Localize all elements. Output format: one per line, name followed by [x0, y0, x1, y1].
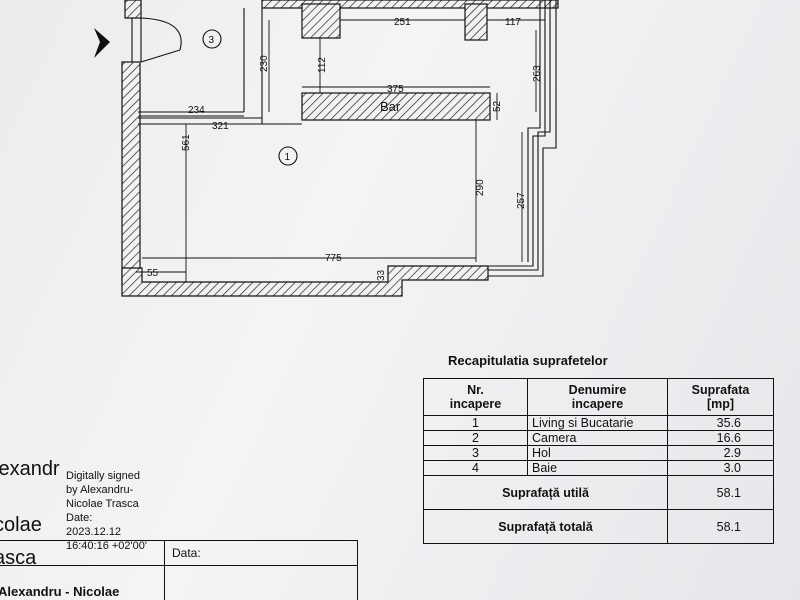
- util-row: Suprafață utilă 58.1: [423, 475, 774, 510]
- row-nr: 3: [423, 445, 528, 461]
- dim-321: 321: [212, 121, 229, 132]
- bar-label: Bar: [380, 99, 401, 114]
- dim-117: 117: [505, 17, 521, 28]
- header-name: Denumire incapere: [527, 378, 668, 416]
- form-line-mid: [0, 565, 358, 566]
- room-marker-3: 3: [202, 29, 222, 49]
- util-label: Suprafață utilă: [423, 475, 668, 510]
- row-area: 16.6: [667, 430, 774, 446]
- dim-775: 775: [325, 253, 342, 264]
- outer-wall-lines: [131, 0, 557, 277]
- row-name: Camera: [527, 430, 668, 446]
- table-row: 2 Camera 16.6: [423, 430, 774, 446]
- bar-counter: [301, 92, 491, 121]
- total-label: Suprafață totală: [423, 509, 668, 544]
- dim-55: 55: [147, 268, 159, 279]
- dim-375: 375: [387, 84, 404, 95]
- wall-bottom: [121, 265, 489, 297]
- total-value: 58.1: [667, 509, 774, 544]
- dim-230: 230: [259, 55, 270, 72]
- door-swing: [140, 17, 182, 63]
- row-area: 2.9: [667, 445, 774, 461]
- dim-290: 290: [475, 179, 486, 196]
- form-line-right: [357, 540, 358, 600]
- form-line-top: [0, 540, 358, 541]
- wall-top-left-stub: [124, 0, 142, 19]
- header-nr: Nr. incapere: [423, 378, 528, 416]
- row-nr: 2: [423, 430, 528, 446]
- wall-left: [121, 61, 141, 285]
- signature-name-line-2: colae: [0, 514, 42, 536]
- recap-title: Recapitulatia suprafetelor: [448, 353, 608, 368]
- column-left: [301, 3, 341, 39]
- dim-561: 561: [181, 134, 192, 151]
- dim-263: 263: [532, 65, 543, 82]
- surface-table: Nr. incapere Denumire incapere Suprafata…: [423, 378, 774, 544]
- signature-line: 2023.12.12: [66, 526, 122, 538]
- dimension-lines: [136, 19, 545, 282]
- row-nr: 4: [423, 460, 528, 476]
- signature-line: 16:40:16 +02'00': [66, 540, 147, 552]
- data-field-label: Data:: [172, 546, 201, 560]
- table-row: 1 Living si Bucatarie 35.6: [423, 415, 774, 431]
- interior-partitions: [138, 8, 302, 125]
- walls: [121, 0, 559, 297]
- dimension-labels: 251 117 230 112 375 52 263 234 321 561 2…: [147, 17, 543, 281]
- row-name: Living si Bucatarie: [527, 415, 668, 431]
- table-row: 4 Baie 3.0: [423, 460, 774, 476]
- wall-top-strip: [261, 0, 559, 9]
- svg-text:3: 3: [209, 35, 215, 46]
- signature-line: by Alexandru-: [66, 484, 134, 496]
- table-header-row: Nr. incapere Denumire incapere Suprafata…: [423, 378, 774, 416]
- total-row: Suprafață totală 58.1: [423, 509, 774, 544]
- row-name: Baie: [527, 460, 668, 476]
- row-area: 35.6: [667, 415, 774, 431]
- digital-signature-block: Digitally signed by Alexandru- Nicolae T…: [66, 469, 176, 553]
- bottom-name: Alexandru - Nicolae: [0, 584, 120, 599]
- dim-112: 112: [317, 57, 328, 73]
- signature-line: Date:: [66, 512, 93, 524]
- dim-251: 251: [394, 17, 411, 28]
- row-nr: 1: [423, 415, 528, 431]
- column-right: [464, 3, 488, 41]
- util-value: 58.1: [667, 475, 774, 510]
- svg-text:1: 1: [285, 152, 291, 163]
- row-area: 3.0: [667, 460, 774, 476]
- signature-name-line-3: asca: [0, 547, 37, 569]
- form-line-vertical: [164, 540, 165, 600]
- signature-line: Nicolae Trasca: [66, 498, 139, 510]
- signature-name-line-1: lexandr: [0, 458, 60, 480]
- table-row: 3 Hol 2.9: [423, 445, 774, 461]
- room-marker-1: 1: [278, 146, 298, 166]
- signature-line: Digitally signed: [66, 470, 140, 482]
- header-area: Suprafata [mp]: [667, 378, 774, 416]
- entrance-arrow-icon: [94, 28, 110, 58]
- dim-33: 33: [376, 269, 387, 281]
- row-name: Hol: [527, 445, 668, 461]
- dim-52: 52: [492, 100, 503, 112]
- dim-234: 234: [188, 105, 205, 116]
- dim-257: 257: [516, 192, 527, 209]
